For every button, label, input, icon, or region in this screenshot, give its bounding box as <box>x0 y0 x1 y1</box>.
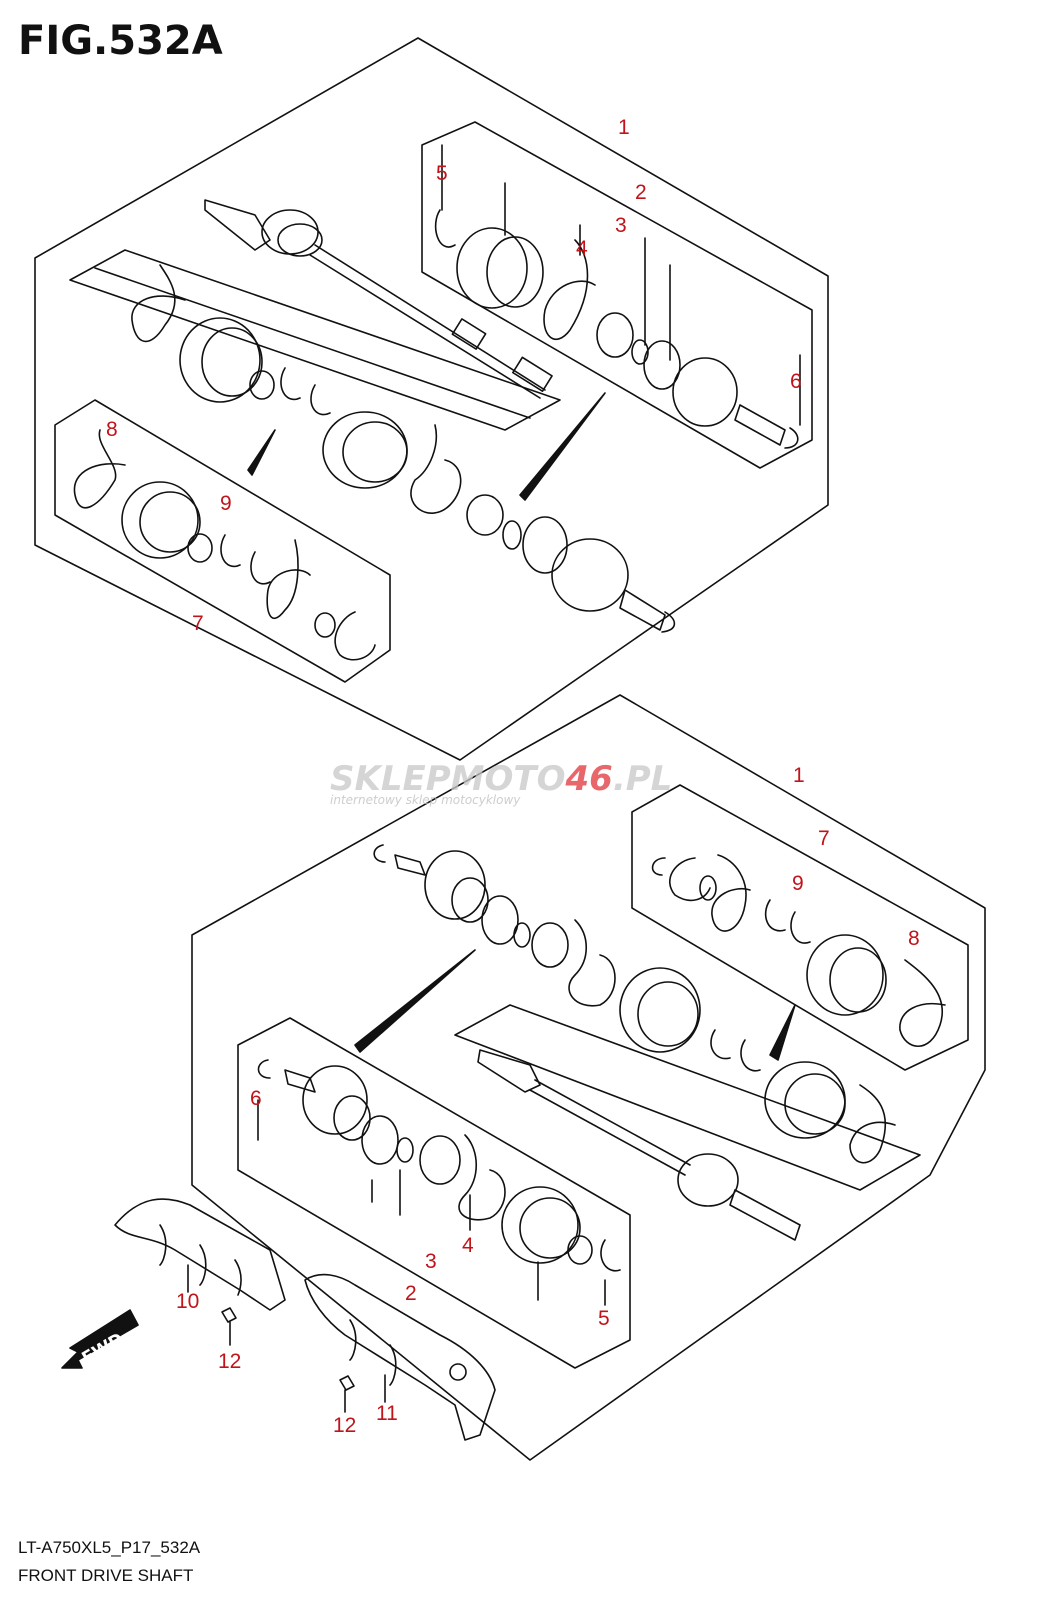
callout-3-lower: 3 <box>425 1250 437 1273</box>
lower-panel-7-parts <box>651 854 946 1047</box>
lower-assembly-outline <box>191 694 986 1461</box>
callout-12-b: 12 <box>333 1414 356 1437</box>
callout-8-upper: 8 <box>106 418 118 441</box>
lower-panel-2-parts <box>257 1059 621 1306</box>
callout-12-a: 12 <box>218 1350 241 1373</box>
callout-6-lower: 6 <box>250 1087 262 1110</box>
callout-1-upper: 1 <box>618 116 630 139</box>
upper-panel-inner-joint <box>54 399 391 683</box>
watermark-tagline: internetowy sklep motocyklowy <box>330 793 521 807</box>
callout-6-upper: 6 <box>790 370 802 393</box>
lower-panel-inner-joint <box>631 784 969 1071</box>
callout-4-lower: 4 <box>462 1234 474 1257</box>
upper-panel-shaft <box>69 249 561 431</box>
callout-9-upper: 9 <box>220 492 232 515</box>
callout-10: 10 <box>176 1290 199 1313</box>
figure-caption: FRONT DRIVE SHAFT <box>18 1566 194 1585</box>
callout-7-lower: 7 <box>818 827 830 850</box>
lower-panel-shaft <box>454 1004 921 1191</box>
upper-panel-7-parts <box>73 429 376 661</box>
callout-7-upper: 7 <box>192 612 204 635</box>
callout-11: 11 <box>376 1402 398 1425</box>
upper-boot-group-b <box>322 411 676 633</box>
figure-title: FIG.532A <box>18 18 223 64</box>
callout-5-upper: 5 <box>436 162 448 185</box>
watermark-part1: SKLEP <box>330 759 451 799</box>
lower-callouts: 1 7 9 8 6 3 4 2 5 10 11 12 12 <box>176 764 920 1437</box>
upper-assembly-outline <box>34 37 829 761</box>
fwd-arrow-icon <box>61 1309 139 1369</box>
model-code: LT-A750XL5_P17_532A <box>18 1538 201 1557</box>
callout-2-lower: 2 <box>405 1282 417 1305</box>
watermark: SKLEPMOTO46.PL internetowy sklep motocyk… <box>330 759 672 807</box>
watermark-part2: MOTO <box>451 759 566 799</box>
bolt-12-b <box>339 1375 355 1413</box>
callout-5-lower: 5 <box>598 1307 610 1330</box>
upper-drive-shaft <box>204 199 553 399</box>
callout-3-upper: 3 <box>615 214 627 237</box>
callout-4-upper: 4 <box>576 237 588 260</box>
callout-1-lower: 1 <box>793 764 805 787</box>
svg-text:SKLEPMOTO46.PL: SKLEPMOTO46.PL <box>330 759 672 799</box>
upper-panel-2-parts <box>434 144 801 449</box>
guard-10 <box>114 1198 286 1311</box>
upper-panel-outer-joint <box>421 121 813 469</box>
watermark-part4: .PL <box>613 759 673 799</box>
lower-boot-group-a <box>373 844 896 1164</box>
upper-callouts: 1 2 3 4 5 6 7 8 9 <box>106 116 802 635</box>
callout-8-lower: 8 <box>908 927 920 950</box>
upper-boot-group-a <box>131 264 331 416</box>
bolt-12-a <box>221 1307 237 1346</box>
guard-11 <box>304 1273 496 1441</box>
lower-panel-outer-joint <box>237 1017 631 1369</box>
callout-9-lower: 9 <box>792 872 804 895</box>
callout-2-upper: 2 <box>635 181 647 204</box>
watermark-part3: 46 <box>565 759 613 799</box>
lower-drive-shaft <box>477 1049 801 1241</box>
